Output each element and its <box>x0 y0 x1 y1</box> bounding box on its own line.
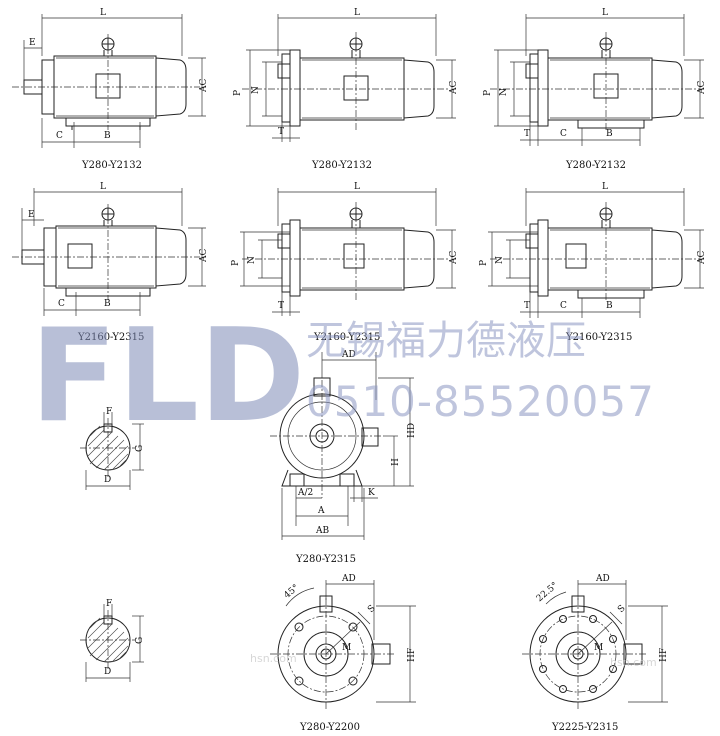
side-view-flange-r1c2: L P N T <box>233 8 459 171</box>
dim-N: N <box>247 256 257 264</box>
dim-L: L <box>100 182 106 192</box>
side-view-foot-r1c1: L E AC C <box>12 8 209 171</box>
angle-label: 22.5° <box>535 581 560 604</box>
view-caption: Y2225-Y2315 <box>551 722 618 733</box>
dim-AC: AC <box>199 79 209 93</box>
dim-T: T <box>524 301 530 311</box>
angle-label: 45° <box>282 583 301 601</box>
watermark-phone: 0510-85520057 <box>306 377 655 426</box>
view-caption: Y280-Y2132 <box>311 160 372 171</box>
dim-AC: AC <box>449 251 459 265</box>
dim-F: F <box>106 599 112 609</box>
dim-B: B <box>104 299 111 309</box>
dim-AD: AD <box>595 574 610 584</box>
dim-HF: HF <box>659 648 669 662</box>
dim-L: L <box>602 182 608 192</box>
dim-AC: AC <box>697 81 707 95</box>
watermark-brand: FLD <box>30 302 305 451</box>
dim-A: A <box>317 506 325 516</box>
dim-M: M <box>594 643 603 653</box>
view-caption: Y280-Y2315 <box>295 554 356 565</box>
dim-P: P <box>233 90 243 96</box>
dim-G: G <box>135 445 145 452</box>
dim-C: C <box>560 301 567 311</box>
dim-E: E <box>28 210 35 220</box>
view-caption: Y2160-Y2315 <box>565 332 632 343</box>
dim-A-half: A/2 <box>297 488 313 498</box>
dim-K: K <box>368 488 375 498</box>
dim-C: C <box>56 131 63 141</box>
dim-L: L <box>100 8 106 18</box>
dim-AD: AD <box>341 350 356 360</box>
end-view-flange-22-5: AD 22.5° S M HF Y2225-Y2315 <box>522 574 669 733</box>
view-caption: Y280-Y2132 <box>565 160 626 171</box>
dim-N: N <box>495 256 505 264</box>
dim-AC: AC <box>199 249 209 263</box>
dim-B: B <box>606 129 613 139</box>
dim-B: B <box>606 301 613 311</box>
watermark-company: 无锡福力德液压 <box>306 318 586 364</box>
shaft-section-2: F G D <box>80 599 145 682</box>
dim-H: H <box>391 458 401 466</box>
dim-C: C <box>58 299 65 309</box>
dim-B: B <box>104 131 111 141</box>
dim-G: G <box>135 637 145 644</box>
watermark: FLD 无锡福力德液压 0510-85520057 hsn.com hsn.co… <box>30 302 657 669</box>
end-view-foot-mounted: AD HD H K A/2 A <box>270 350 417 565</box>
side-view-flange-foot-r1c3: L P N T C B <box>483 8 707 171</box>
dim-L: L <box>354 182 360 192</box>
dim-D: D <box>104 475 111 485</box>
watermark-small: hsn.com <box>250 652 297 665</box>
dim-N: N <box>499 88 509 96</box>
dim-HD: HD <box>407 423 417 438</box>
dim-D: D <box>104 667 111 677</box>
dim-HF: HF <box>407 648 417 662</box>
side-view-flange-foot-r2c3: L P N T C B AC Y2160-Y <box>479 182 707 343</box>
view-caption: Y280-Y2200 <box>299 722 360 733</box>
dim-AD: AD <box>341 574 356 584</box>
dim-S: S <box>366 604 377 615</box>
shaft-section-1: F G D <box>80 407 145 490</box>
view-caption: Y2160-Y2315 <box>77 332 144 343</box>
view-caption: Y2160-Y2315 <box>313 332 380 343</box>
dim-S: S <box>616 604 627 615</box>
side-view-foot-r2c1: L E AC C B Y2160-Y2315 <box>12 182 209 343</box>
dim-AC: AC <box>449 81 459 95</box>
dim-F: F <box>106 407 112 417</box>
dim-M: M <box>342 643 351 653</box>
dim-T: T <box>278 301 284 311</box>
dim-N: N <box>251 86 261 94</box>
dim-L: L <box>602 8 608 18</box>
dim-L: L <box>354 8 360 18</box>
view-caption: Y280-Y2132 <box>81 160 142 171</box>
dim-AC: AC <box>697 251 707 265</box>
dim-C: C <box>560 129 567 139</box>
side-view-flange-r2c2: L P N T AC Y2160-Y2315 <box>231 182 459 343</box>
dim-E: E <box>29 38 36 48</box>
dim-AB: AB <box>315 526 329 536</box>
dim-P: P <box>479 260 489 266</box>
watermark-small: hsn.com <box>610 656 657 669</box>
dim-T: T <box>278 127 284 137</box>
dim-T: T <box>524 129 530 139</box>
dim-P: P <box>231 260 241 266</box>
dim-P: P <box>483 90 493 96</box>
